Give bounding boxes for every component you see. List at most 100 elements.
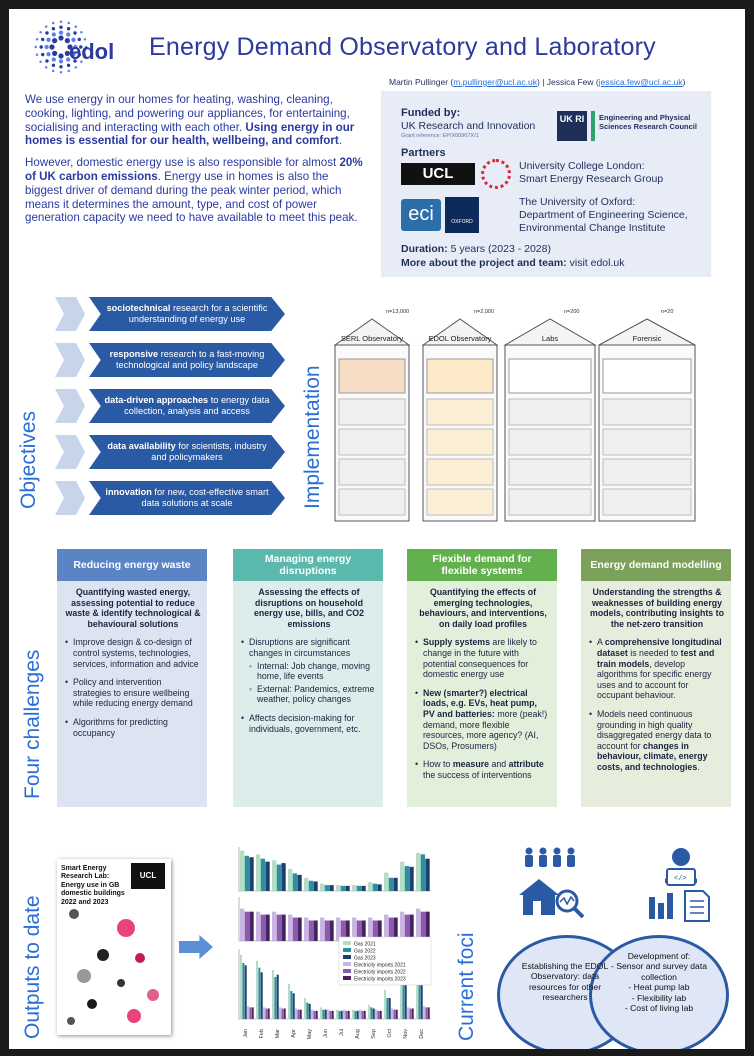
chart-bar xyxy=(320,917,325,941)
report-cover[interactable]: Smart Energy Research Lab: Energy use in… xyxy=(57,859,171,1035)
logo-dot xyxy=(71,37,76,42)
chart-bar xyxy=(260,972,263,1019)
chart-tick-label: Jun xyxy=(323,1029,329,1038)
house-panel xyxy=(426,488,494,516)
objective-text: data availability for scientists, indust… xyxy=(89,435,285,469)
foci-observatory-text: Establishing the EDOL Observatory: data … xyxy=(521,961,609,1003)
house-panel xyxy=(338,428,406,456)
chart-bar xyxy=(324,1009,327,1019)
logo-dot xyxy=(66,32,71,37)
email-link-1[interactable]: m.pullinger@ucl.ac.uk xyxy=(453,77,537,87)
challenge-bullet: Algorithms for predicting occupancy xyxy=(65,717,201,738)
chart-bar xyxy=(400,911,405,941)
partners-label: Partners xyxy=(401,147,446,159)
epsrc-label: Engineering and Physical Sciences Resear… xyxy=(599,113,697,131)
challenge-bullet: How to measure and attribute the success… xyxy=(415,759,551,780)
challenge-title: Managing energy disruptions xyxy=(233,549,383,581)
chart-bar xyxy=(272,860,277,891)
chart-bar xyxy=(292,993,295,1019)
chart-tick-label: Jul xyxy=(339,1029,345,1036)
chart-bar xyxy=(279,1007,282,1019)
house-name: Forensic xyxy=(633,334,662,343)
report-decor-dot xyxy=(117,919,135,937)
chart-bar xyxy=(260,858,266,891)
chart-bar xyxy=(388,998,391,1019)
chart-tick-label: Mar xyxy=(275,1029,281,1039)
chart-bar xyxy=(391,1008,394,1019)
chart-tick-label: Oct xyxy=(387,1029,393,1038)
edol-logo: edol xyxy=(34,20,114,74)
chart-tick-label: Sep xyxy=(371,1029,377,1039)
chart-bar xyxy=(416,908,421,941)
chart-bar xyxy=(359,1009,362,1019)
challenge-sub-bullet: External: Pandemics, extreme weather, po… xyxy=(249,684,377,705)
chart-bar xyxy=(329,920,334,941)
chart-bar xyxy=(244,965,247,1019)
chart-bar xyxy=(292,917,298,941)
logo-dot xyxy=(59,70,63,74)
chart-bar xyxy=(400,861,405,891)
chart-bar xyxy=(423,1006,426,1019)
chart-bar xyxy=(249,1007,252,1019)
legend-swatch xyxy=(343,969,351,973)
house-count: n=2,000 xyxy=(474,309,494,315)
chart-bar xyxy=(313,920,318,941)
chart-bar xyxy=(347,1010,350,1019)
chart-bar xyxy=(265,861,270,891)
legend-label: Electricity imports 2023 xyxy=(354,977,406,983)
legend-label: Electricity imports 2022 xyxy=(354,970,406,976)
authors-line: Martin Pullinger (m.pullinger@ucl.ac.uk)… xyxy=(389,77,686,87)
challenge-reducing-waste: Reducing energy waste Quantifying wasted… xyxy=(57,549,207,807)
partner-oxford: The University of Oxford:Department of E… xyxy=(519,196,688,234)
chart-bar xyxy=(402,979,405,1019)
house-panel xyxy=(508,458,592,486)
chart-bar xyxy=(308,1003,311,1019)
chart-bar xyxy=(324,920,330,941)
logo-dot xyxy=(41,52,45,57)
chart-bar xyxy=(393,1009,396,1019)
svg-text:</>: </> xyxy=(674,875,687,883)
chart-bar xyxy=(338,1010,341,1019)
chart-bar xyxy=(384,914,389,941)
logo-dot xyxy=(77,37,81,42)
chart-bar xyxy=(361,1010,364,1019)
logo-dot xyxy=(59,65,63,69)
house-panel xyxy=(338,358,406,394)
chart-bar xyxy=(320,1007,323,1019)
legend-swatch xyxy=(343,955,351,959)
chart-bar xyxy=(352,885,357,891)
logo-dot xyxy=(58,35,64,41)
partner-ucl: University College London:Smart Energy R… xyxy=(519,160,664,185)
chart-bar xyxy=(416,852,421,891)
house-panel xyxy=(338,458,406,486)
chart-bar xyxy=(425,858,430,891)
chart-bar xyxy=(329,1010,332,1019)
email-link-2[interactable]: jessica.few@ucl.ac.uk xyxy=(598,77,683,87)
challenge-bullet: A comprehensive longitudinal dataset is … xyxy=(589,637,725,701)
chart-bar xyxy=(281,914,286,941)
households-icon xyxy=(519,847,585,919)
researcher-icon: </> xyxy=(649,848,710,922)
challenge-bullet: Supply systems are likely to change in t… xyxy=(415,637,551,679)
chart-bar xyxy=(345,1010,348,1019)
report-decor-dot xyxy=(147,989,159,1001)
chart-bar xyxy=(409,914,414,941)
chart-bar xyxy=(256,911,261,941)
house-panel xyxy=(602,398,692,426)
legend-swatch xyxy=(343,941,351,945)
logo-dot xyxy=(46,37,51,42)
house-name: Labs xyxy=(542,334,559,343)
chart-tick-label: Feb xyxy=(259,1029,265,1038)
epsrc-bar xyxy=(591,111,595,141)
chart-bar xyxy=(327,1009,330,1019)
chart-bar xyxy=(288,984,291,1019)
chart-bar xyxy=(340,885,346,891)
house-panel xyxy=(602,358,692,394)
challenge-sub-bullet: Internal: Job change, moving home, life … xyxy=(249,661,377,682)
funding-box: Funded by: UK Research and Innovation Gr… xyxy=(381,91,711,277)
foci-labs-circle xyxy=(589,935,729,1049)
logo-dot xyxy=(58,30,64,35)
chart-bar xyxy=(372,920,378,941)
chart-tick-label: Dec xyxy=(419,1029,425,1039)
